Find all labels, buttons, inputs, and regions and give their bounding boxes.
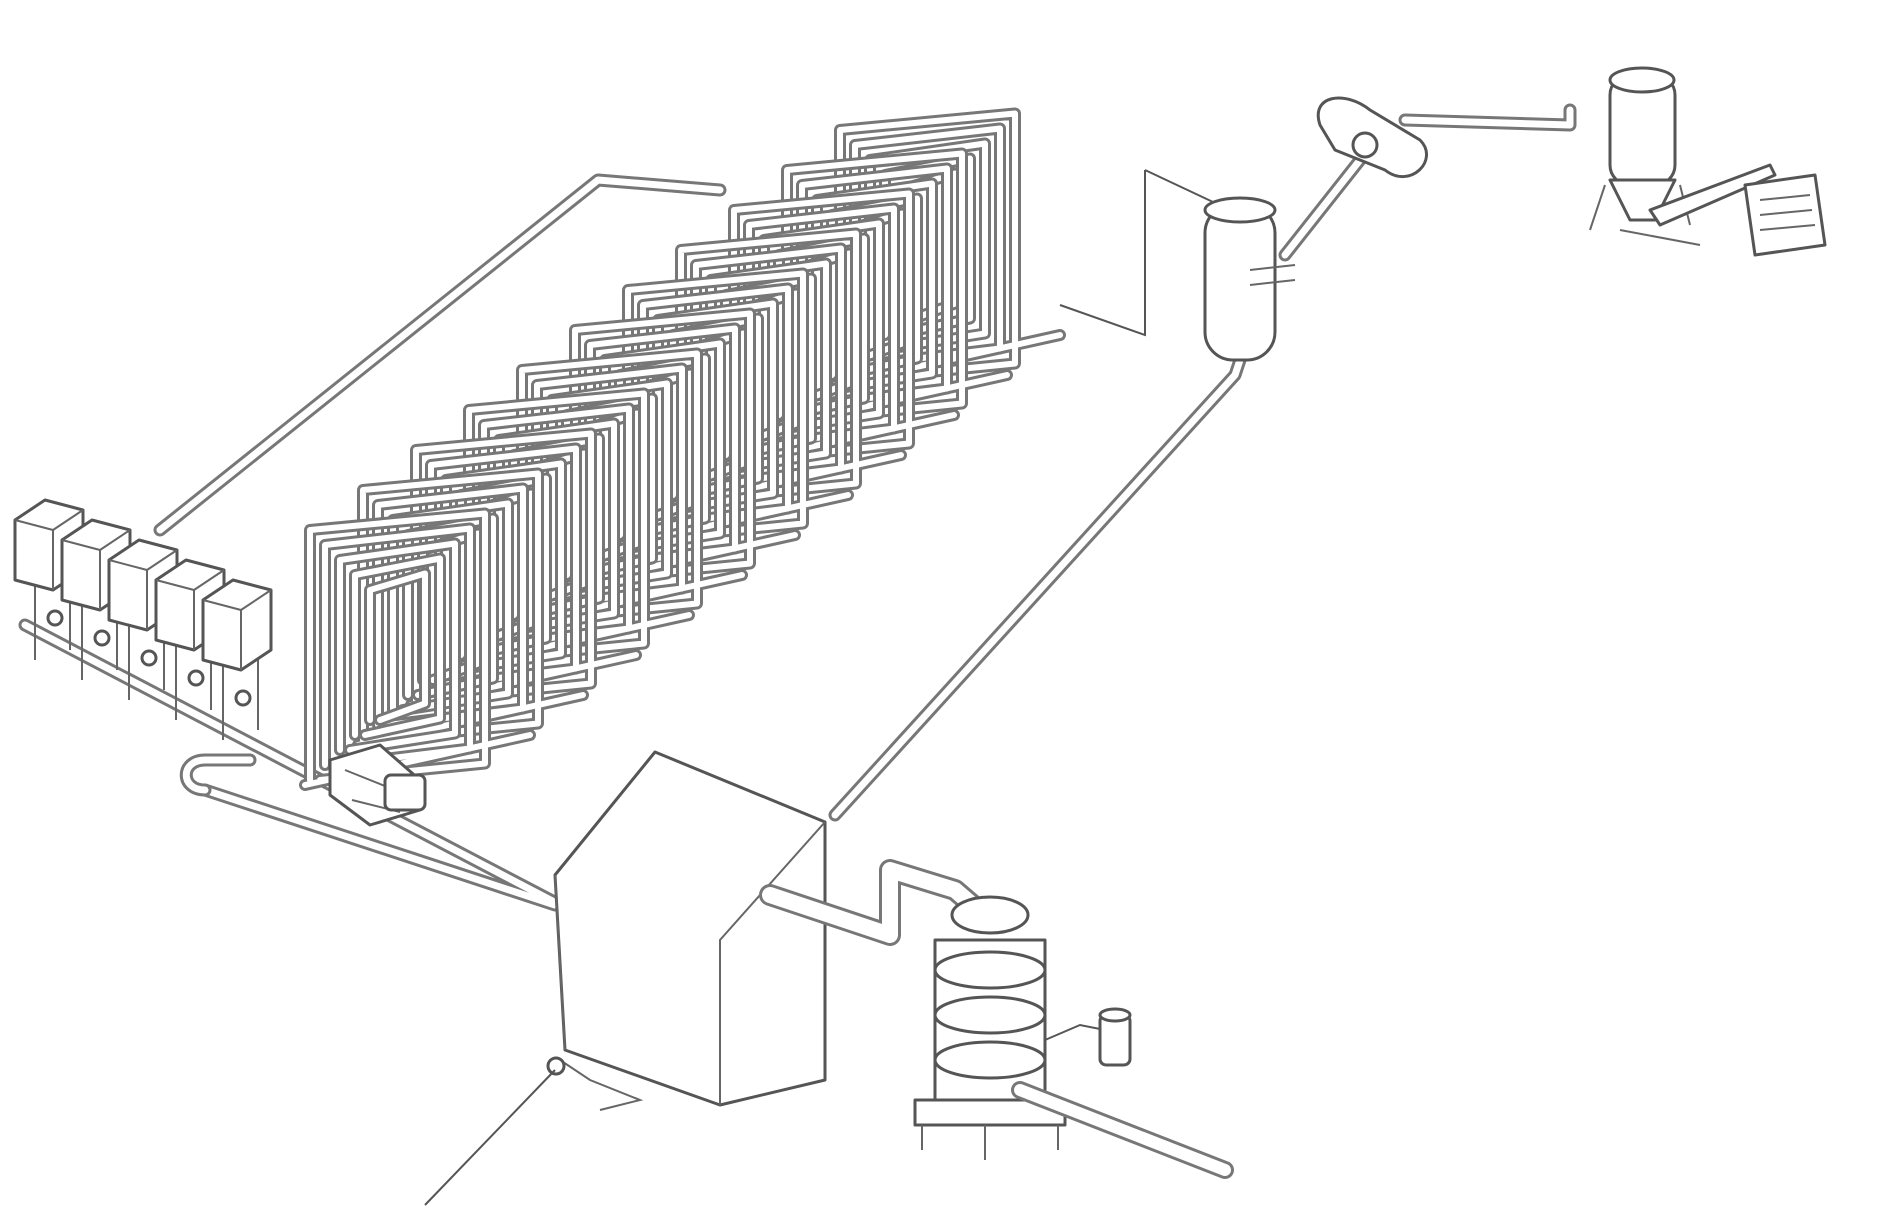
horizontal-tank bbox=[1318, 98, 1426, 177]
collector-can bbox=[1045, 1009, 1130, 1065]
vertical-tank bbox=[1205, 198, 1295, 360]
tank-5 bbox=[203, 580, 271, 740]
separator bbox=[915, 897, 1225, 1170]
ground-feed-line bbox=[425, 1070, 555, 1205]
hopper-unit bbox=[1590, 68, 1825, 255]
main-chamber bbox=[548, 752, 825, 1110]
tank-bank bbox=[15, 500, 271, 740]
